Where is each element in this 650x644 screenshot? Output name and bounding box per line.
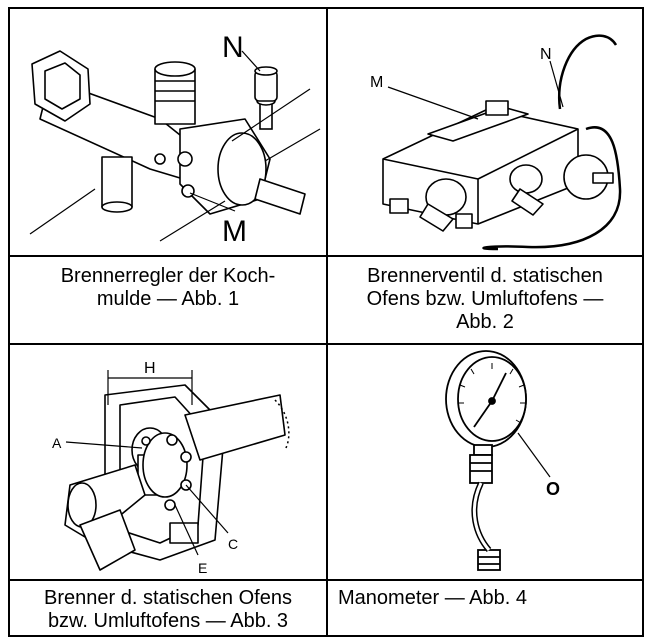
oven-burner-drawing: H A C E <box>52 360 290 576</box>
burner-valve-drawing: M N <box>370 34 622 251</box>
label-m: M <box>370 74 383 91</box>
figure-3-image: H A C E <box>10 345 326 579</box>
figure-2-image: M N <box>328 9 642 255</box>
row-divider <box>10 343 642 345</box>
caption-line: Manometer — Abb. 4 <box>338 587 527 609</box>
figure-4-image: O <box>328 345 642 579</box>
caption-line: Brennerventil d. statischen <box>367 265 603 287</box>
burner-regulator-drawing: N M <box>29 31 321 248</box>
label-o: O <box>546 479 560 499</box>
figure-1-image: N M <box>10 9 326 255</box>
caption-line: bzw. Umluftofens — Abb. 3 <box>47 610 289 632</box>
figure-4-caption: Manometer — Abb. 4 <box>338 587 638 610</box>
caption-line: mulde — Abb. 1 <box>96 288 240 310</box>
label-m: M <box>222 215 247 248</box>
figure-2-caption: Brennerventil d. statischen Ofens bzw. U… <box>328 265 642 334</box>
figure-3-caption: Brenner d. statischen Ofens bzw. Umlufto… <box>10 587 326 633</box>
label-a: A <box>52 435 62 451</box>
caption-line: Brennerregler der Koch- <box>60 265 276 287</box>
row-divider <box>10 579 642 581</box>
row-divider <box>10 255 642 257</box>
label-n: N <box>540 46 552 63</box>
label-h: H <box>144 360 156 377</box>
column-divider <box>326 9 328 635</box>
figure-table: N M <box>8 7 644 637</box>
label-n: N <box>222 31 244 64</box>
caption-line: Brenner d. statischen Ofens <box>44 587 292 609</box>
figure-1-caption: Brennerregler der Koch- mulde — Abb. 1 <box>10 265 326 311</box>
label-e: E <box>198 560 207 576</box>
caption-line: Ofens bzw. Umluftofens — <box>366 288 604 310</box>
caption-line: Abb. 2 <box>456 311 514 333</box>
manometer-drawing: O <box>445 350 560 571</box>
label-c: C <box>228 536 238 552</box>
